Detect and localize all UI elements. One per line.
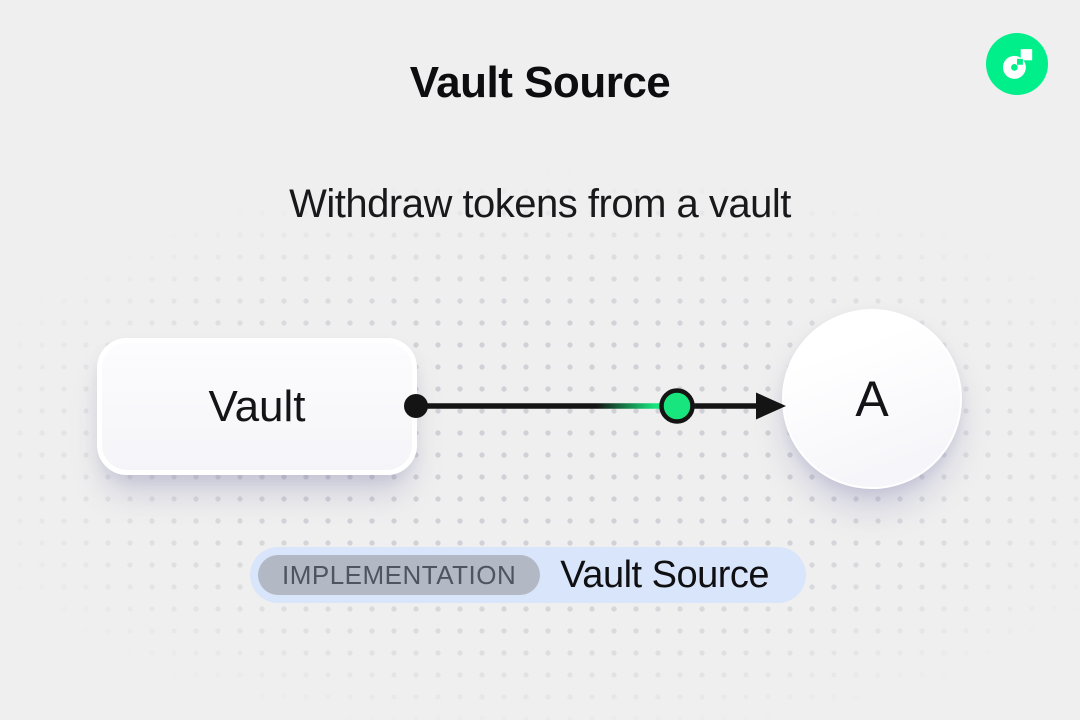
edge-marker-dot [659, 388, 695, 424]
implementation-badge-label: Vault Source [560, 553, 770, 596]
flow-logo-svg [986, 33, 1048, 95]
vault-node: Vault [97, 338, 417, 475]
vault-node-label: Vault [208, 381, 306, 431]
page-title: Vault Source [409, 58, 671, 107]
recipient-node: A [782, 309, 962, 489]
page-subtitle: Withdraw tokens from a vault [289, 182, 791, 226]
implementation-badge: IMPLEMENTATION Vault Source [250, 547, 806, 603]
implementation-tag: IMPLEMENTATION [258, 555, 541, 595]
recipient-node-label: A [855, 371, 889, 427]
flow-logo-icon [986, 33, 1048, 95]
